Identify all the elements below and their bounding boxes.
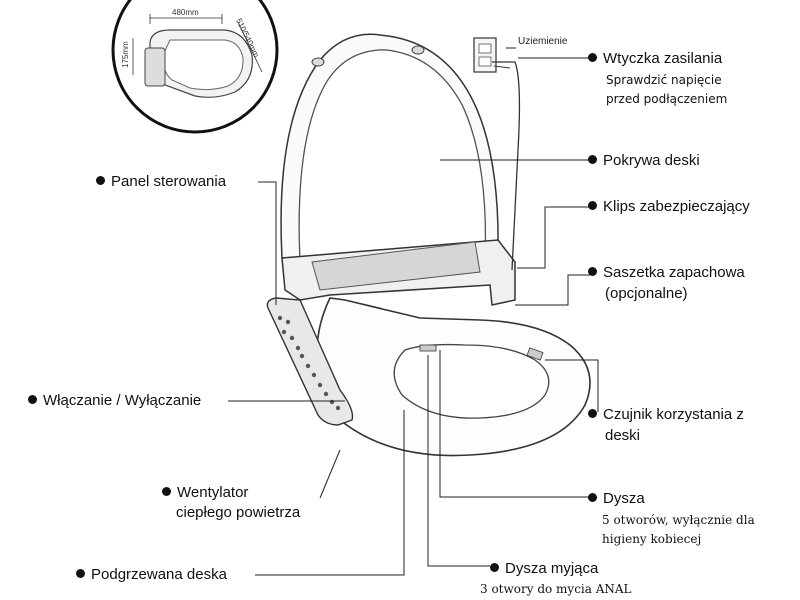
power-plug-label: Wtyczka zasilania — [588, 50, 722, 68]
seat-sensor-label-line2: deski — [605, 427, 641, 444]
heated-seat-label: Podgrzewana deska — [76, 566, 227, 584]
seat-housing — [281, 239, 516, 306]
wash-nozzle-label: Dysza myjąca — [490, 560, 598, 578]
grounding-label: Uziemienie — [518, 36, 568, 47]
nozzle-label: Dysza — [588, 490, 645, 508]
control-panel — [266, 297, 354, 426]
dimension-inset: 480mm 175mm 510/540mm — [111, 0, 279, 134]
fan-label: Wentylator — [162, 484, 248, 502]
bullet-icon — [588, 267, 597, 276]
seat-ring — [316, 297, 591, 457]
seat-sensor-label: Czujnik korzystania z — [588, 406, 744, 424]
nozzle-note-line1: 5 otworów, wyłącznie dla — [602, 513, 755, 527]
wash-nozzle-note: 3 otwory do mycia ANAL — [480, 582, 632, 596]
width-dimension: 480mm — [172, 8, 199, 17]
sachet-label-line2: (opcjonalne) — [605, 285, 688, 302]
bullet-icon — [490, 563, 499, 572]
plug-note-line2: przed podłączeniem — [606, 92, 728, 106]
bullet-icon — [588, 155, 597, 164]
seat-lid — [280, 33, 499, 259]
lid-label: Pokrywa deski — [588, 152, 700, 170]
height-dimension: 175mm — [121, 41, 130, 68]
bullet-icon — [588, 493, 597, 502]
control-panel-label: Panel sterowania — [96, 173, 226, 191]
safety-clip-label: Klips zabezpieczający — [588, 198, 750, 216]
wall-outlet — [473, 37, 521, 271]
bullet-icon — [96, 176, 105, 185]
plug-note-line1: Sprawdzić napięcie — [606, 73, 722, 87]
fan-label-line2: ciepłego powietrza — [176, 504, 301, 521]
bullet-icon — [76, 569, 85, 578]
nozzle-note-line2: higieny kobiecej — [602, 532, 702, 546]
leader-lines — [228, 47, 599, 576]
power-switch-label: Włączanie / Wyłączanie — [28, 392, 201, 410]
bullet-icon — [588, 53, 597, 62]
bullet-icon — [162, 487, 171, 496]
bullet-icon — [588, 409, 597, 418]
bullet-icon — [588, 201, 597, 210]
sachet-label: Saszetka zapachowa — [588, 264, 745, 282]
bullet-icon — [28, 395, 37, 404]
